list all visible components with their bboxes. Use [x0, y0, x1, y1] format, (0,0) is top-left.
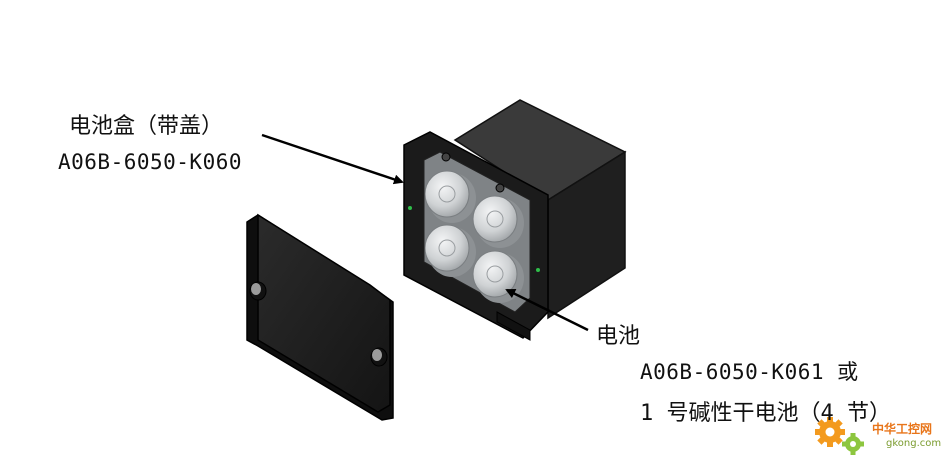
arrow-to-battery [505, 288, 589, 332]
battery-cell-top-left [424, 170, 476, 223]
box-bottom-tab [496, 311, 531, 341]
battery-box-label: 电池盒（带盖） [69, 114, 224, 139]
watermark-site-name: 中华工控网 [872, 422, 933, 436]
lid-latch-left [249, 281, 267, 301]
lid-latch-right [370, 347, 388, 367]
screw-hole-top-left [441, 152, 451, 162]
arrow-to-battery-box [261, 133, 404, 185]
battery-label: 电池 [596, 324, 641, 349]
battery-part-number: A06B-6050-K061 或 [640, 360, 859, 384]
indicator-dot-right [536, 268, 540, 272]
screw-hole-top-right [495, 183, 505, 193]
battery-box-lid [246, 213, 394, 421]
battery-cell-bottom-left [424, 224, 476, 277]
battery-box-part-number: A06B-6050-K060 [58, 150, 243, 174]
lid-face [257, 213, 391, 413]
battery-box [403, 99, 627, 341]
battery-alternative: 1 号碱性干电池（4 节） [640, 401, 891, 426]
watermark-url: gkong.com [886, 438, 942, 449]
battery-cell-top-right [472, 195, 524, 248]
indicator-dot-left [408, 206, 412, 210]
